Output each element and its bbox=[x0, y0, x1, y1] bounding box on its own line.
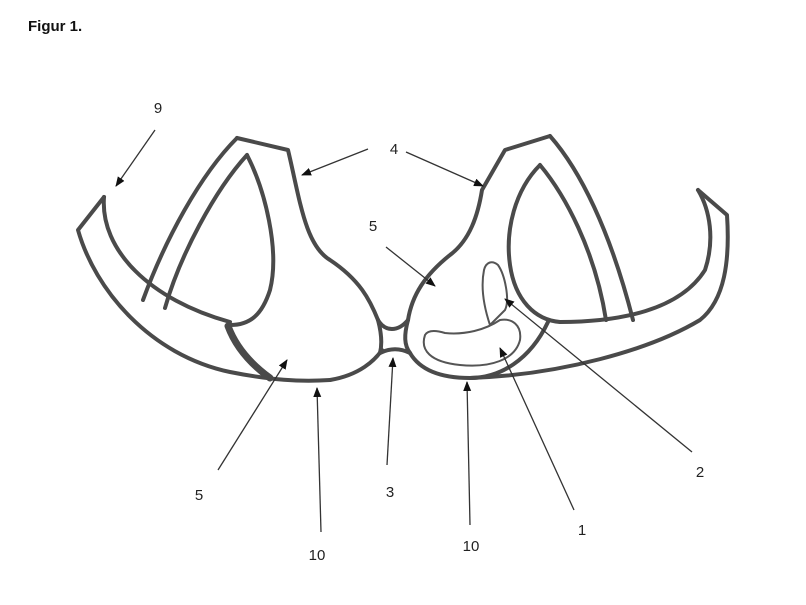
center-gore-bottom bbox=[378, 347, 412, 355]
center-gore-right bbox=[403, 318, 412, 355]
left-cup-inner bbox=[228, 153, 276, 327]
right-cup-inner bbox=[506, 163, 562, 324]
leader-5-top bbox=[385, 246, 436, 287]
leader-4-right bbox=[405, 151, 484, 187]
label-4: 4 bbox=[390, 141, 398, 158]
left-cup-top bbox=[235, 136, 380, 322]
pad-2-vertical bbox=[481, 261, 508, 327]
label-9: 9 bbox=[154, 100, 162, 117]
bra-outline bbox=[76, 134, 730, 383]
figure-title: Figur 1. bbox=[28, 18, 83, 35]
leader-4-left bbox=[301, 148, 369, 176]
right-cup-top bbox=[406, 134, 552, 322]
left-cup-bottom bbox=[328, 348, 384, 382]
center-gore-left bbox=[376, 318, 384, 355]
leader-10-left bbox=[313, 387, 322, 533]
label-5-bottom: 5 bbox=[195, 487, 203, 504]
leader-10-right bbox=[463, 381, 472, 526]
right-strap-inner bbox=[538, 163, 608, 322]
leader-2 bbox=[504, 298, 693, 453]
cup-insert bbox=[422, 261, 522, 367]
center-gore-top bbox=[376, 318, 410, 331]
label-10-left: 10 bbox=[309, 547, 326, 564]
leader-9 bbox=[115, 129, 156, 187]
label-5-top: 5 bbox=[369, 218, 377, 235]
leader-5-bottom bbox=[217, 359, 288, 471]
left-wing bbox=[76, 195, 332, 383]
leader-1 bbox=[499, 347, 575, 511]
label-1: 1 bbox=[578, 522, 586, 539]
right-wing-inner bbox=[558, 188, 713, 324]
label-10-right: 10 bbox=[463, 538, 480, 555]
left-strap-outer bbox=[141, 136, 239, 302]
left-underwire bbox=[224, 322, 274, 382]
pad-1-horizontal bbox=[422, 318, 522, 367]
right-strap-outer bbox=[548, 134, 635, 322]
leader-3 bbox=[386, 357, 397, 466]
right-wing-outer bbox=[468, 188, 730, 380]
label-3: 3 bbox=[386, 484, 394, 501]
label-2: 2 bbox=[696, 464, 704, 481]
left-strap-inner bbox=[163, 153, 249, 310]
leader-lines bbox=[115, 129, 693, 533]
left-wing-inner bbox=[101, 195, 232, 324]
